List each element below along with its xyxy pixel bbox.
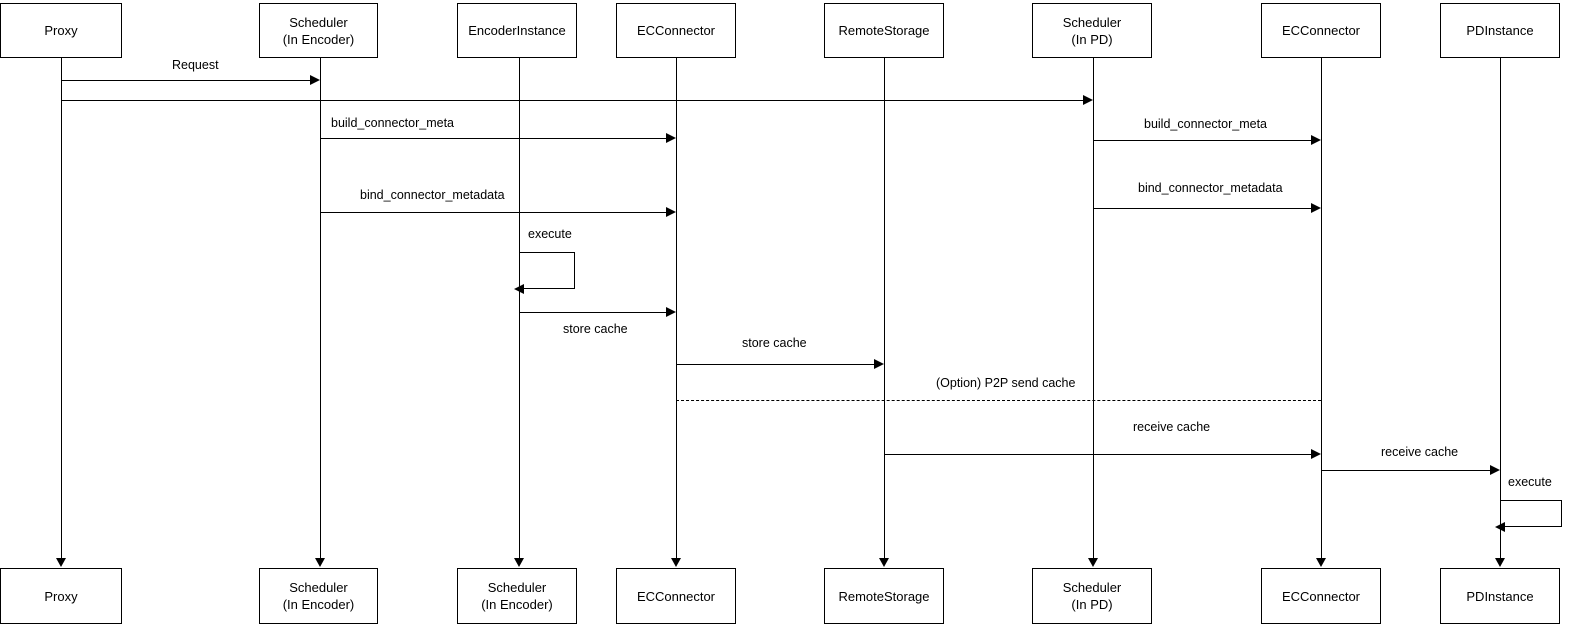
participant-label-sub: (In Encoder) <box>282 597 355 612</box>
message-label-option-p2p-send-cache: (Option) P2P send cache <box>936 376 1076 390</box>
participant-label-name: ECConnector <box>1281 588 1361 604</box>
lifeline-endcap-proxy <box>56 558 66 567</box>
lifeline-endcap-scheduler-in-pd <box>1088 558 1098 567</box>
participant-box-scheduler-in-pd-top[interactable]: Scheduler (In PD) <box>1032 3 1152 58</box>
participant-label-name: Scheduler <box>1062 580 1122 595</box>
self-message-label-execute-encoderinstance: execute <box>528 227 572 241</box>
message-arrow-receive-cache-remotestorage-to-ecconnector[interactable] <box>884 454 1311 455</box>
message-arrowhead-store-cache-ecconnector-to-remotestorage <box>874 359 884 369</box>
self-message-label-execute-pdinstance: execute <box>1508 475 1552 489</box>
participant-box-scheduler-in-encoder-bottom-2[interactable]: Scheduler (In Encoder) <box>457 568 577 624</box>
message-label-receive-cache-ecconnector-to-pdinstance: receive cache <box>1381 445 1459 459</box>
message-arrowhead-build-connector-meta-right <box>1311 135 1321 145</box>
message-arrow-receive-cache-ecconnector-to-pdinstance[interactable] <box>1321 470 1490 471</box>
self-message-loop-execute-pdinstance[interactable] <box>1500 500 1562 527</box>
lifeline-ecconnector-right <box>1321 58 1322 560</box>
participant-box-ecconnector-left-top[interactable]: ECConnector <box>616 3 736 58</box>
self-message-loop-execute-encoderinstance[interactable] <box>519 252 575 289</box>
lifeline-endcap-scheduler-in-encoder <box>315 558 325 567</box>
participant-label-sub: (In Encoder) <box>481 597 553 612</box>
message-arrow-build-connector-meta-right[interactable] <box>1093 140 1311 141</box>
self-message-arrowhead-execute-encoderinstance <box>514 284 524 294</box>
message-label-bind-connector-metadata-left: bind_connector_metadata <box>360 188 505 202</box>
participant-label-name: ECConnector <box>636 23 716 38</box>
participant-label-sub: (In PD) <box>1071 597 1113 612</box>
participant-box-ecconnector-right-top[interactable]: ECConnector <box>1261 3 1381 58</box>
participant-box-pdinstance-bottom[interactable]: PDInstance <box>1440 568 1560 624</box>
participant-label-name: ECConnector <box>1281 23 1361 38</box>
participant-box-encoderinstance-top[interactable]: EncoderInstance <box>457 3 577 58</box>
message-label-store-cache-encoder-to-ecconnector: store cache <box>563 322 628 336</box>
participant-box-ecconnector-right-bottom[interactable]: ECConnector <box>1261 568 1381 624</box>
message-arrow-proxy-to-scheduler-pd[interactable] <box>61 100 1083 101</box>
lifeline-remotestorage <box>884 58 885 560</box>
message-arrowhead-receive-cache-remotestorage-to-ecconnector <box>1311 449 1321 459</box>
message-arrowhead-receive-cache-ecconnector-to-pdinstance <box>1490 465 1500 475</box>
participant-label-name: Proxy <box>44 588 78 604</box>
lifeline-endcap-remotestorage <box>879 558 889 567</box>
message-arrow-store-cache-encoder-to-ecconnector[interactable] <box>519 312 666 313</box>
participant-label-name: PDInstance <box>1466 23 1534 38</box>
participant-label-name: Proxy <box>44 23 78 38</box>
message-arrow-option-p2p-send-cache[interactable] <box>676 400 1321 401</box>
self-message-arrowhead-execute-pdinstance <box>1495 522 1505 532</box>
participant-label-name: RemoteStorage <box>838 588 930 604</box>
lifeline-endcap-ecconnector-left <box>671 558 681 567</box>
participant-box-pdinstance-top[interactable]: PDInstance <box>1440 3 1560 58</box>
participant-box-remotestorage-top[interactable]: RemoteStorage <box>824 3 944 58</box>
lifeline-scheduler-in-pd <box>1093 58 1094 560</box>
message-arrowhead-proxy-to-scheduler-pd <box>1083 95 1093 105</box>
message-label-request: Request <box>172 58 219 72</box>
message-arrowhead-request <box>310 75 320 85</box>
lifeline-endcap-ecconnector-right <box>1316 558 1326 567</box>
message-arrow-build-connector-meta-left[interactable] <box>320 138 666 139</box>
participant-box-scheduler-in-encoder-bottom[interactable]: Scheduler (In Encoder) <box>259 568 378 624</box>
participant-label-name: ECConnector <box>636 588 716 604</box>
lifeline-scheduler-in-encoder <box>320 58 321 560</box>
participant-label-name: Scheduler <box>487 580 547 595</box>
lifeline-endcap-encoderinstance <box>514 558 524 567</box>
participant-label-name: Scheduler <box>289 580 348 595</box>
participant-label-sub: (In Encoder) <box>282 31 355 47</box>
participant-box-scheduler-in-pd-bottom[interactable]: Scheduler (In PD) <box>1032 568 1152 624</box>
participant-label-name: Scheduler <box>289 14 348 30</box>
lifeline-encoderinstance <box>519 58 520 560</box>
participant-box-remotestorage-bottom[interactable]: RemoteStorage <box>824 568 944 624</box>
participant-label-name: Scheduler <box>1062 14 1122 30</box>
message-arrowhead-store-cache-encoder-to-ecconnector <box>666 307 676 317</box>
message-arrow-store-cache-ecconnector-to-remotestorage[interactable] <box>676 364 874 365</box>
participant-box-scheduler-in-encoder-top[interactable]: Scheduler (In Encoder) <box>259 3 378 58</box>
participant-box-proxy-bottom[interactable]: Proxy <box>0 568 122 624</box>
participant-label-name: RemoteStorage <box>838 23 930 38</box>
lifeline-endcap-pdinstance <box>1495 558 1505 567</box>
message-arrowhead-bind-connector-metadata-left <box>666 207 676 217</box>
lifeline-pdinstance <box>1500 58 1501 560</box>
message-arrow-bind-connector-metadata-right[interactable] <box>1093 208 1311 209</box>
participant-box-ecconnector-left-bottom[interactable]: ECConnector <box>616 568 736 624</box>
message-label-build-connector-meta-right: build_connector_meta <box>1144 117 1267 131</box>
message-arrow-request[interactable] <box>61 80 310 81</box>
message-label-store-cache-ecconnector-to-remotestorage: store cache <box>742 336 807 350</box>
participant-label-name: PDInstance <box>1466 588 1534 604</box>
participant-label-name: EncoderInstance <box>468 23 566 38</box>
message-arrowhead-bind-connector-metadata-right <box>1311 203 1321 213</box>
message-label-bind-connector-metadata-right: bind_connector_metadata <box>1138 181 1283 195</box>
lifeline-proxy <box>61 58 62 560</box>
participant-label-sub: (In PD) <box>1071 31 1113 47</box>
message-arrowhead-build-connector-meta-left <box>666 133 676 143</box>
message-arrow-bind-connector-metadata-left[interactable] <box>320 212 666 213</box>
message-label-receive-cache-remotestorage-to-ecconnector: receive cache <box>1133 420 1211 434</box>
lifeline-ecconnector-left <box>676 58 677 560</box>
participant-box-proxy-top[interactable]: Proxy <box>0 3 122 58</box>
message-label-build-connector-meta-left: build_connector_meta <box>331 116 454 130</box>
